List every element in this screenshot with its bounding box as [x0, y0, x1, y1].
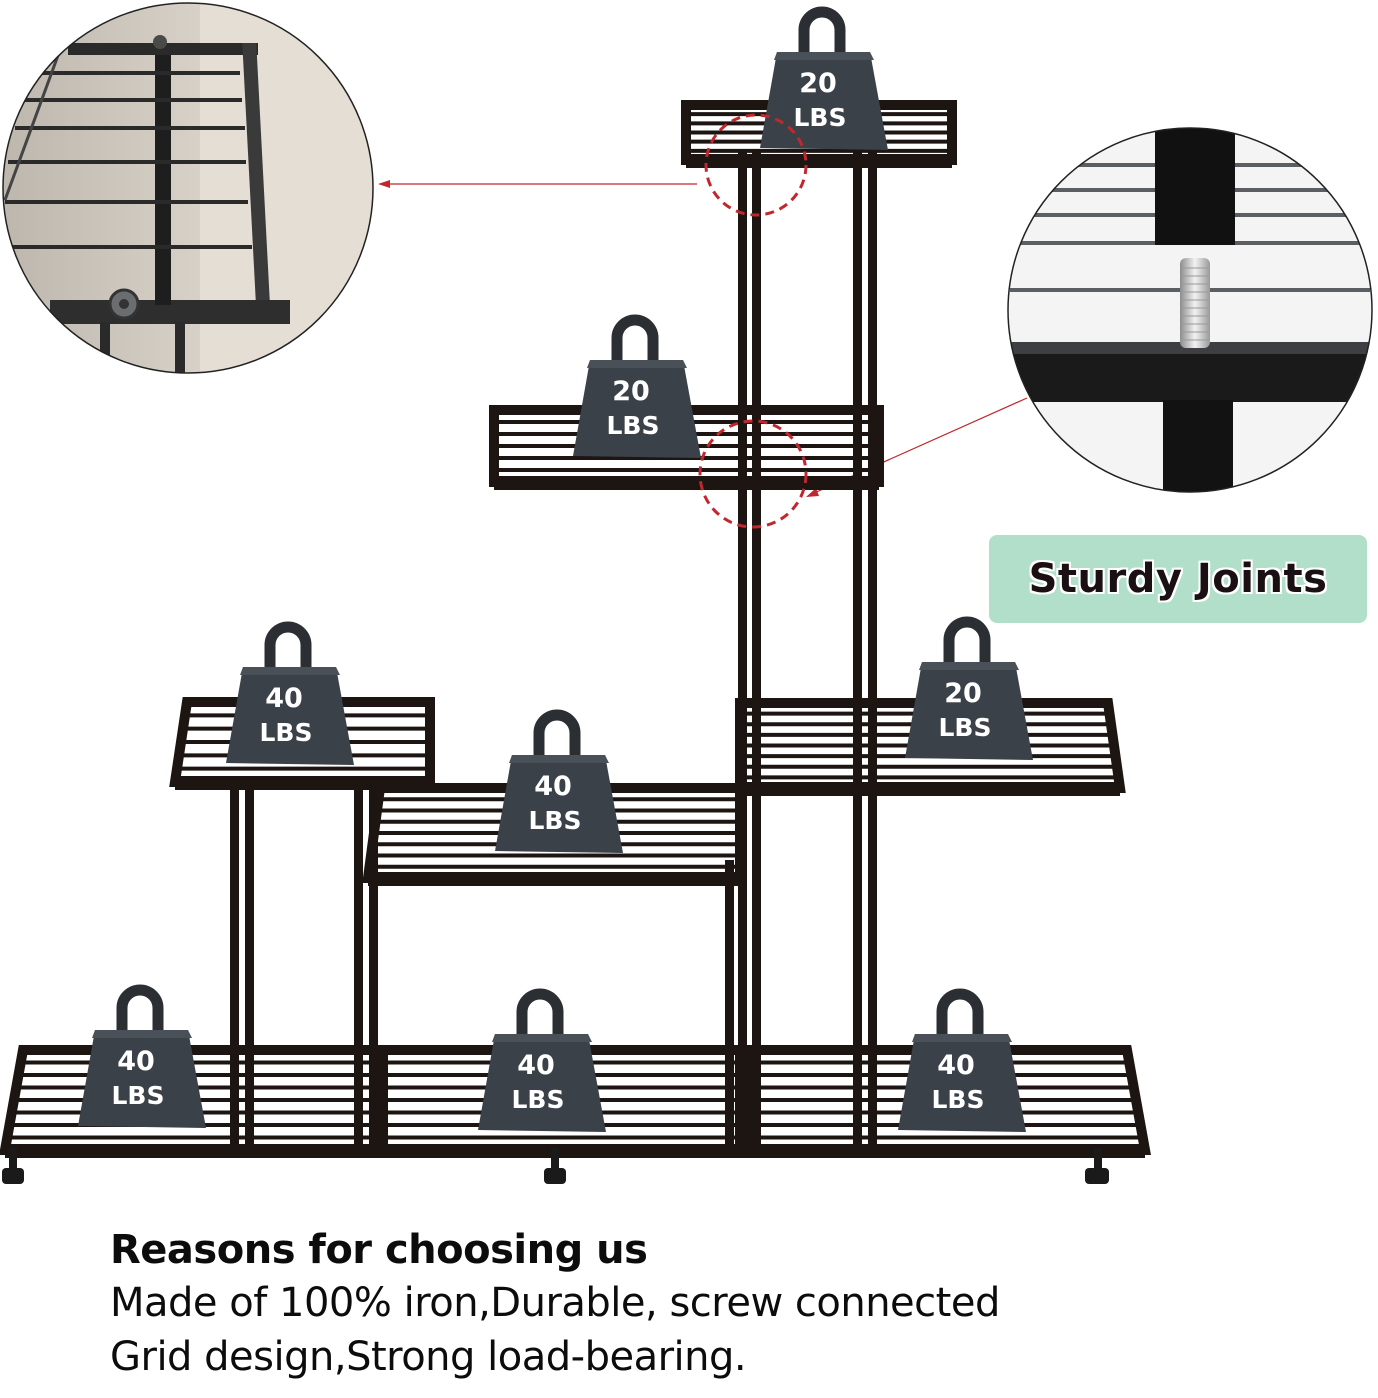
weight-handle-icon [116, 984, 164, 1030]
weight-handle-icon [264, 621, 312, 667]
shelf-front-edge [368, 872, 740, 886]
weight-top-face [919, 662, 1019, 670]
weight-unit: LBS [794, 103, 847, 132]
caption-line-2: Grid design,Strong load-bearing. [110, 1334, 747, 1380]
weight-unit: LBS [607, 411, 660, 440]
weight-value: 40 [937, 1050, 975, 1081]
badge-label: Sturdy Joints [1028, 556, 1328, 602]
shelf-front-edge [740, 782, 1120, 796]
weight-handle-icon [611, 314, 659, 360]
weight-value: 40 [117, 1046, 155, 1077]
weight-handle-icon [516, 988, 564, 1034]
weight-top-face [774, 52, 874, 60]
weight-top-face [587, 360, 687, 368]
shelf-front-edge [686, 154, 952, 168]
weight-handle-icon [943, 616, 991, 662]
weight-body [226, 667, 354, 765]
weight-handle-icon [798, 6, 846, 52]
weight-body [573, 360, 701, 458]
weight-unit: LBS [932, 1085, 985, 1114]
caption-heading: Reasons for choosing us [110, 1227, 648, 1273]
weight-top-face [509, 755, 609, 763]
weight-unit: LBS [939, 713, 992, 742]
weight-body [898, 1034, 1026, 1132]
joint-highlight-top [704, 113, 808, 217]
callout-line-left [378, 180, 697, 188]
caption-line-1: Made of 100% iron,Durable, screw connect… [110, 1280, 1000, 1326]
weight-value: 20 [612, 376, 650, 407]
weight-top-face [492, 1034, 592, 1042]
stand-feet [2, 1148, 1109, 1184]
sturdy-joints-badge: Sturdy Joints [989, 535, 1367, 623]
weight-body [760, 52, 888, 150]
weight-body [495, 755, 623, 853]
weight-value: 40 [265, 683, 303, 714]
grid-closeup-callout [2, 2, 374, 374]
weight-top-face [240, 667, 340, 675]
weight-value: 40 [517, 1050, 555, 1081]
joint-highlight-middle [698, 419, 808, 529]
weight-body [478, 1034, 606, 1132]
weight-value: 20 [944, 678, 982, 709]
plant-stand-frame [230, 150, 877, 1150]
weight-top-face [912, 1034, 1012, 1042]
weight-value: 20 [799, 68, 837, 99]
shelf-front-edge [5, 1144, 383, 1158]
shelf-front-edge [494, 476, 879, 490]
weight-unit: LBS [112, 1081, 165, 1110]
screw-joint-callout [1007, 127, 1373, 493]
weight-body [905, 662, 1033, 760]
shelf-front-edge [175, 776, 430, 790]
weight-handle-icon [936, 988, 984, 1034]
weight-unit: LBS [529, 806, 582, 835]
weight-value: 40 [534, 771, 572, 802]
shelf-front-edge [378, 1144, 750, 1158]
caption-block: Reasons for choosing us Made of 100% iro… [110, 1224, 1000, 1384]
weight-body [78, 1030, 206, 1128]
weight-handle-icon [533, 709, 581, 755]
weight-unit: LBS [260, 718, 313, 747]
weight-top-face [92, 1030, 192, 1038]
shelf-front-edge [740, 1144, 1145, 1158]
weight-unit: LBS [512, 1085, 565, 1114]
